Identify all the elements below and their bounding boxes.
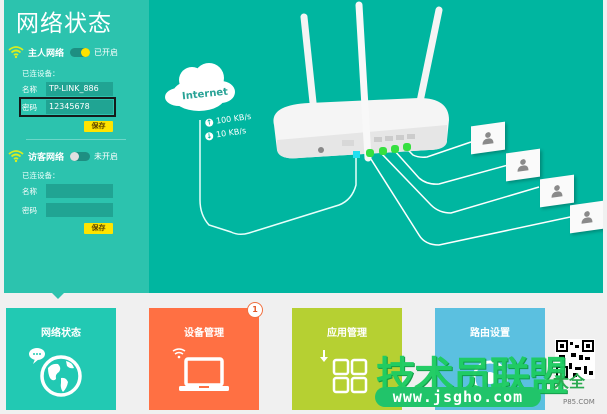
- guest-password-label: 密码: [22, 205, 37, 215]
- page-title: 网络状态: [16, 11, 112, 37]
- watermark-url-secondary: P85.COM: [563, 398, 595, 406]
- download-arrow-icon: ↓: [204, 131, 214, 141]
- guest-network-header: 访客网络 未开启: [8, 148, 118, 164]
- network-settings-panel: 网络状态 主人网络 已开启 已连设备： 名称 TP-LINK_886 密码: [4, 0, 149, 293]
- host-password-input[interactable]: 12345678: [46, 100, 113, 114]
- host-connected-label: 已连设备：: [22, 69, 60, 78]
- user-icon: [551, 185, 563, 198]
- wifi-icon: [8, 150, 24, 163]
- user-icon: [482, 132, 494, 145]
- user-icon: [517, 159, 529, 172]
- divider: [26, 139, 126, 140]
- tile-device-management[interactable]: 设备管理: [149, 308, 259, 410]
- router-image: [273, 1, 449, 162]
- tile-label: 路由设置: [470, 328, 510, 339]
- guest-network-title: 访客网络: [28, 152, 65, 163]
- tile-network-status[interactable]: 网络状态: [6, 308, 116, 410]
- guest-connected-label: 已连设备：: [22, 171, 60, 180]
- host-network-toggle[interactable]: [70, 47, 91, 57]
- host-network-title: 主人网络: [28, 48, 65, 59]
- watermark-side: 大全: [553, 372, 586, 391]
- guest-name-row: 名称: [22, 184, 113, 198]
- connected-device-card[interactable]: [506, 148, 540, 182]
- host-password-row: 密码 12345678: [19, 97, 116, 117]
- connected-device-card[interactable]: [570, 200, 603, 234]
- guest-password-input[interactable]: [46, 203, 113, 217]
- host-name-row: 名称 TP-LINK_886: [22, 82, 113, 96]
- guest-password-row: 密码: [22, 203, 113, 217]
- connected-device-card[interactable]: [540, 174, 574, 208]
- status-area: 网络状态 主人网络 已开启 已连设备： 名称 TP-LINK_886 密码: [4, 0, 603, 293]
- host-save-button[interactable]: 保存: [84, 121, 113, 132]
- upload-arrow-icon: ↑: [204, 117, 214, 127]
- guest-save-button[interactable]: 保存: [84, 223, 113, 234]
- network-topology-illustration: Internet ↑ 100 KB/s ↓ 10 KB/s: [149, 0, 603, 293]
- globe-chat-icon: [29, 348, 82, 397]
- host-name-input[interactable]: TP-LINK_886: [46, 82, 113, 96]
- internet-cloud-icon: [165, 63, 235, 111]
- apps-download-icon: [320, 350, 368, 394]
- active-tab-pointer: [52, 293, 64, 299]
- guest-network-toggle-label: 未开启: [94, 151, 119, 161]
- topology-lines: [165, 1, 590, 246]
- connected-device-card[interactable]: [471, 121, 505, 155]
- laptop-wifi-icon: [172, 348, 229, 391]
- host-network-header: 主人网络 已开启: [8, 44, 118, 60]
- user-icon: [581, 211, 593, 224]
- guest-name-label: 名称: [22, 186, 37, 196]
- watermark-url: www.jsgho.com: [375, 387, 541, 407]
- tile-label: 网络状态: [41, 328, 81, 339]
- notification-badge: 1: [247, 302, 263, 318]
- host-name-label: 名称: [22, 84, 37, 94]
- wifi-icon: [8, 46, 24, 59]
- tile-label: 应用管理: [327, 328, 367, 339]
- qr-code: [555, 339, 595, 379]
- guest-name-input[interactable]: [46, 184, 113, 198]
- guest-network-toggle[interactable]: [70, 151, 91, 161]
- host-password-label: 密码: [22, 102, 37, 112]
- host-network-toggle-label: 已开启: [94, 47, 119, 57]
- tile-label: 设备管理: [184, 328, 224, 339]
